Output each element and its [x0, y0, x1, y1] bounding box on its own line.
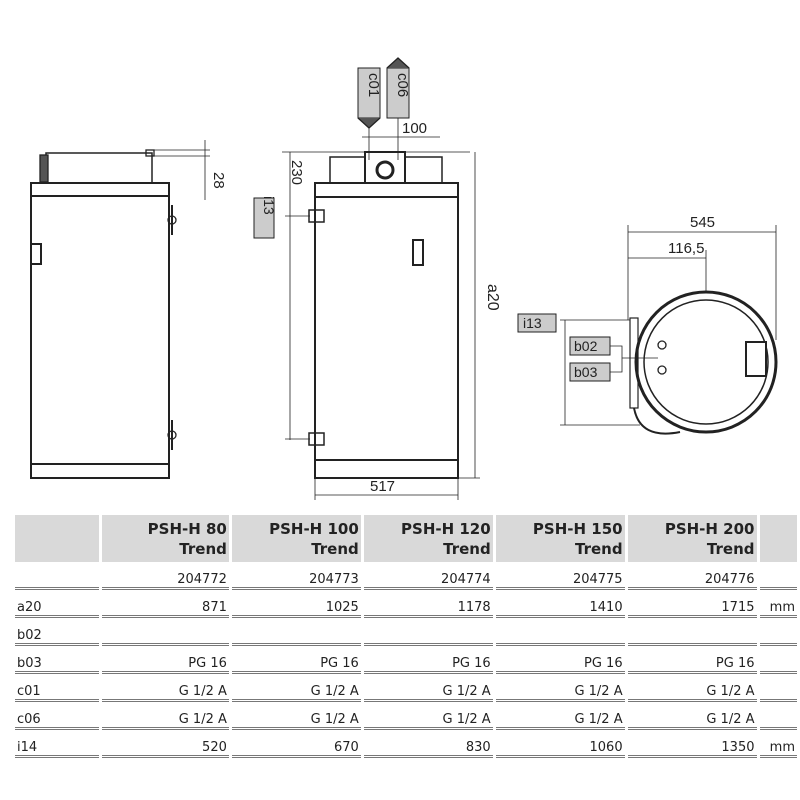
unit [759, 702, 797, 730]
model-header: PSH-H 80 Trend [102, 515, 229, 562]
row-label: a20 [15, 590, 100, 618]
cell-value: G 1/2 A [627, 674, 757, 702]
cell-value: 1350 [627, 730, 757, 758]
cell-value: 520 [102, 730, 229, 758]
cell-value: G 1/2 A [363, 702, 493, 730]
model-name: PSH-H 200 [664, 520, 755, 538]
cell-value: G 1/2 A [627, 702, 757, 730]
cell-value [231, 618, 361, 646]
i13-label-front: i13 [261, 196, 277, 215]
cell-value: 1715 [627, 590, 757, 618]
model-name: PSH-H 120 [401, 520, 491, 538]
dim-517: 517 [370, 478, 395, 495]
cell-value: 871 [102, 590, 229, 618]
top-view: 545 116,5 i13 b02 b03 [517, 214, 778, 435]
cell-value: 1025 [231, 590, 361, 618]
cell-value: G 1/2 A [231, 674, 361, 702]
article-code: 204776 [627, 562, 757, 590]
cell-value [495, 618, 625, 646]
cell-value: PG 16 [495, 646, 625, 674]
dim-a20-text: a20 [484, 284, 501, 311]
model-line: Trend [706, 540, 755, 558]
unit [759, 618, 797, 646]
cell-value: G 1/2 A [231, 702, 361, 730]
cell-value [363, 618, 493, 646]
front-view: c01 c06 100 230 i13 a20 517 [253, 57, 501, 500]
cell-value [102, 618, 229, 646]
row-label: c06 [15, 702, 100, 730]
cell-value: G 1/2 A [495, 674, 625, 702]
cell-value: 1060 [495, 730, 625, 758]
c01-label: c01 [365, 73, 382, 97]
model-line: Trend [443, 540, 491, 558]
dim-545: 545 [690, 214, 715, 231]
model-line: Trend [179, 540, 227, 558]
cell-value: 670 [231, 730, 361, 758]
model-name: PSH-H 150 [532, 520, 623, 538]
side-view: 28 [30, 140, 227, 479]
dim-116-5: 116,5 [668, 240, 704, 257]
unit: mm [759, 590, 797, 618]
cell-value: 1178 [363, 590, 493, 618]
model-line: Trend [575, 540, 623, 558]
cell-value: 1410 [495, 590, 625, 618]
cell-value: G 1/2 A [495, 702, 625, 730]
cell-value: PG 16 [231, 646, 361, 674]
model-name: PSH-H 100 [269, 520, 359, 538]
cell-value: PG 16 [102, 646, 229, 674]
b03-label: b03 [574, 364, 598, 380]
c06-label: c06 [394, 73, 411, 97]
article-code: 204772 [102, 562, 229, 590]
header-blank [759, 515, 797, 562]
cell-value: G 1/2 A [363, 674, 493, 702]
unit [759, 674, 797, 702]
code-row: 204772 204773 204774 204775 204776 [15, 562, 797, 590]
cell-value: PG 16 [363, 646, 493, 674]
dimension-drawing: 28 c01 c06 100 230 i13 a20 [30, 57, 778, 500]
i13-label-top: i13 [523, 315, 542, 331]
cell-value: PG 16 [627, 646, 757, 674]
unit: mm [759, 730, 797, 758]
model-line: Trend [311, 540, 359, 558]
article-code: 204774 [363, 562, 493, 590]
cell-value: G 1/2 A [102, 674, 229, 702]
dim-230: 230 [288, 160, 305, 185]
row-label: c01 [15, 674, 100, 702]
row-label: i14 [15, 730, 100, 758]
cell-value [627, 618, 757, 646]
cell-value: 830 [363, 730, 493, 758]
b02-label: b02 [574, 338, 598, 354]
article-code: 204775 [495, 562, 625, 590]
dim-100: 100 [402, 120, 427, 137]
row-label: b03 [15, 646, 100, 674]
model-name: PSH-H 80 [147, 520, 227, 538]
header-blank [15, 515, 100, 562]
unit [759, 646, 797, 674]
row-label: b02 [15, 618, 100, 646]
cell-value: G 1/2 A [102, 702, 229, 730]
table-row: b02 [15, 618, 797, 646]
article-code: 204773 [231, 562, 361, 590]
dim-28: 28 [210, 172, 227, 189]
